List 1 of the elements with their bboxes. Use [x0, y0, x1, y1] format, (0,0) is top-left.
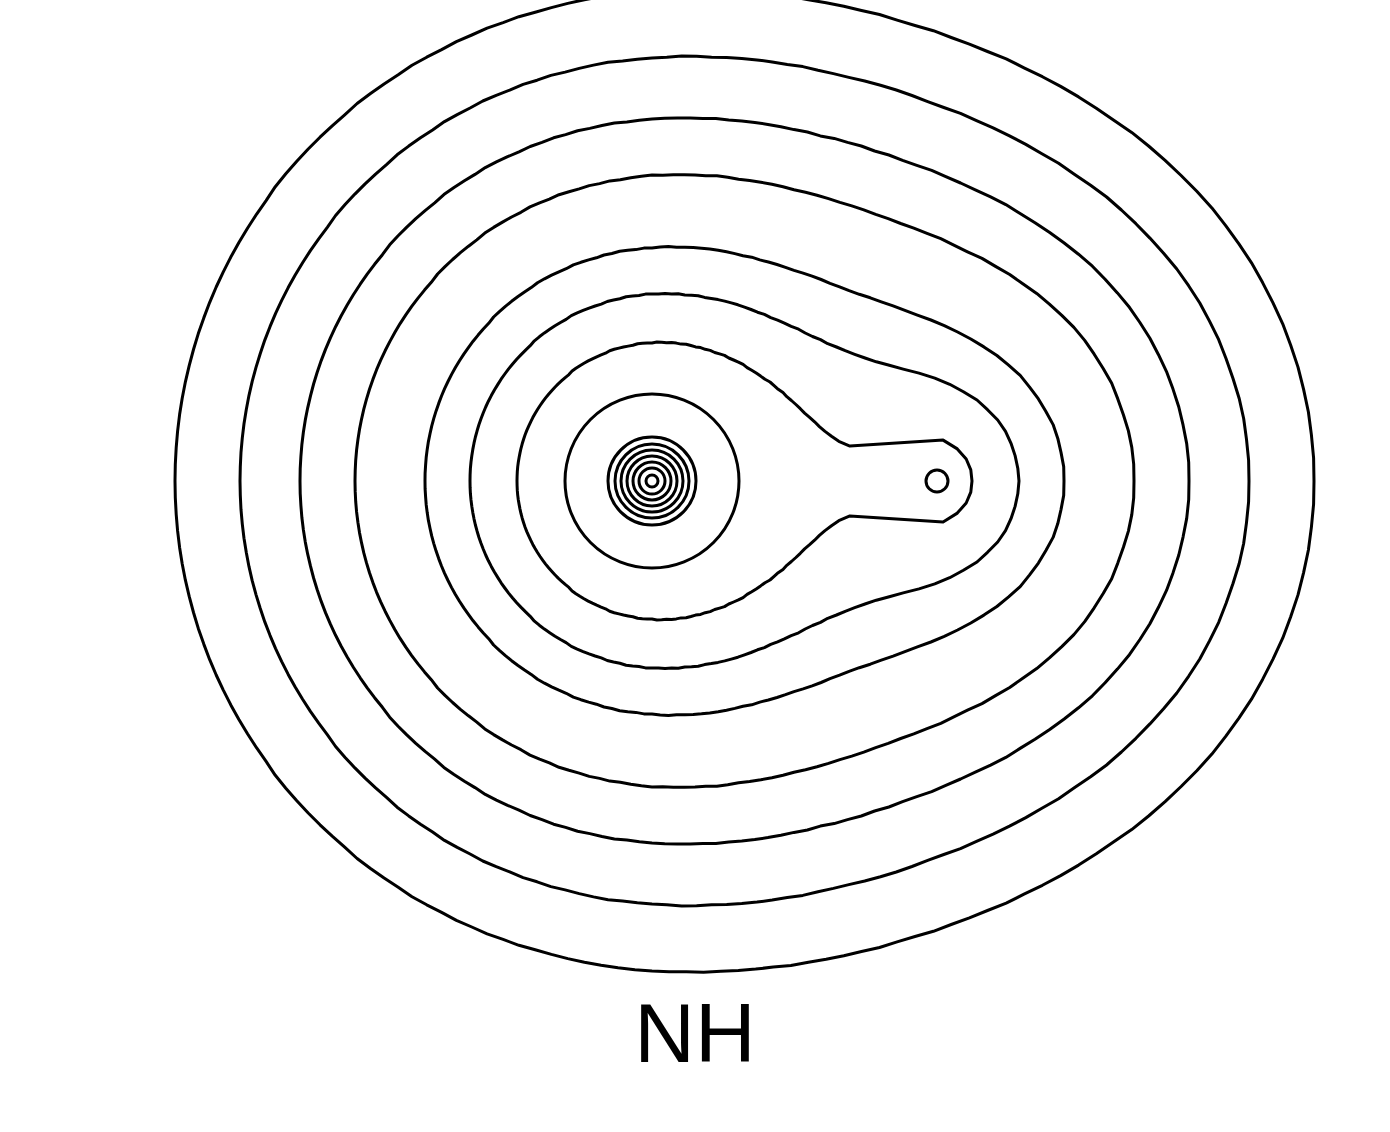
caption: NH — [634, 991, 756, 1075]
